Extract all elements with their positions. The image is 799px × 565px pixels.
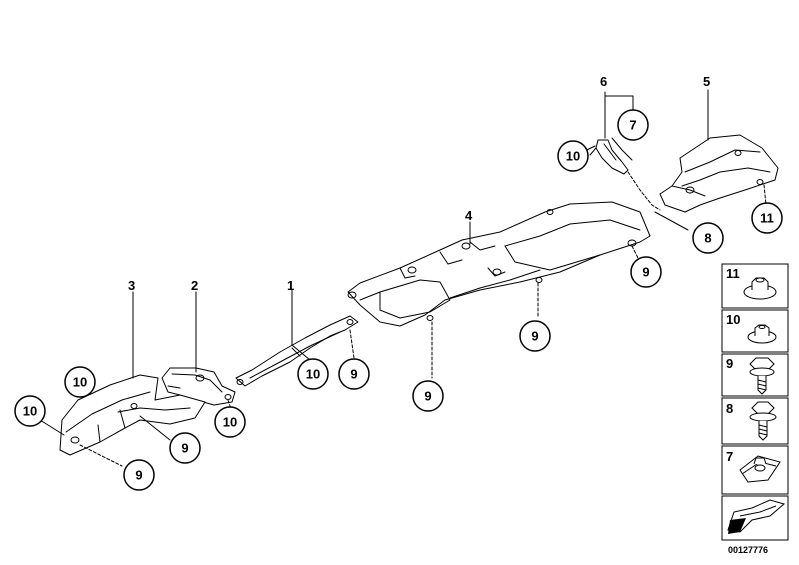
part-label: 4 [465, 208, 473, 223]
callout-circle [14, 395, 46, 427]
callout-circle [519, 320, 551, 352]
leader-line [654, 211, 689, 231]
callout-circle [214, 406, 246, 438]
callout-circle [412, 380, 444, 412]
callout-number: 9 [424, 389, 431, 404]
legend-label: 7 [726, 449, 733, 464]
part-label: 1 [287, 278, 294, 293]
callout-number: 9 [531, 329, 538, 344]
bracket [589, 91, 661, 211]
callout-number: 10 [73, 375, 87, 390]
callout-number: 9 [181, 441, 188, 456]
callout-circle [297, 358, 329, 390]
callout-circle [64, 366, 96, 398]
flange-nut-icon [743, 277, 777, 300]
heat-shield-strip [235, 289, 359, 387]
legend-label: 11 [726, 266, 740, 281]
legend-label: 8 [726, 401, 733, 416]
callout-number: 9 [350, 367, 357, 382]
callout-circle [169, 432, 201, 464]
heat-shield-center [347, 201, 651, 379]
part-label: 2 [191, 278, 198, 293]
callout-circle [630, 256, 662, 288]
callout-number: 10 [23, 404, 37, 419]
callout-number: 8 [704, 231, 711, 246]
callout-circle [338, 358, 370, 390]
callout-circle [617, 109, 649, 141]
leader-line [349, 329, 355, 359]
part-label: 5 [703, 74, 710, 89]
part-label: 3 [128, 278, 135, 293]
callout-number: 10 [306, 367, 320, 382]
legend: 11 10 9 8 7 [721, 263, 789, 541]
callout-circle [123, 459, 155, 491]
part-label: 6 [600, 74, 607, 89]
callout-number: 10 [566, 149, 580, 164]
heat-shield-small [161, 291, 236, 413]
callout-number: 10 [223, 415, 237, 430]
callout-number: 7 [629, 118, 636, 133]
hex-screw-icon [749, 357, 775, 395]
hex-screw-washer-icon [749, 401, 777, 441]
legend-label: 10 [726, 312, 740, 327]
clip-nut-icon [739, 455, 781, 483]
document-number: 00127776 [728, 545, 768, 555]
heat-shield-front [39, 291, 206, 467]
legend-label: 9 [726, 356, 733, 371]
callout-circle [557, 140, 589, 172]
callout-number: 11 [760, 211, 774, 226]
callout-circle [751, 202, 783, 234]
nut-icon [747, 324, 777, 344]
arrow-fill [728, 518, 746, 534]
callout-circle [692, 222, 724, 254]
callout-number: 9 [135, 468, 142, 483]
callout-number: 9 [642, 265, 649, 280]
heat-shield-rear [659, 89, 779, 213]
